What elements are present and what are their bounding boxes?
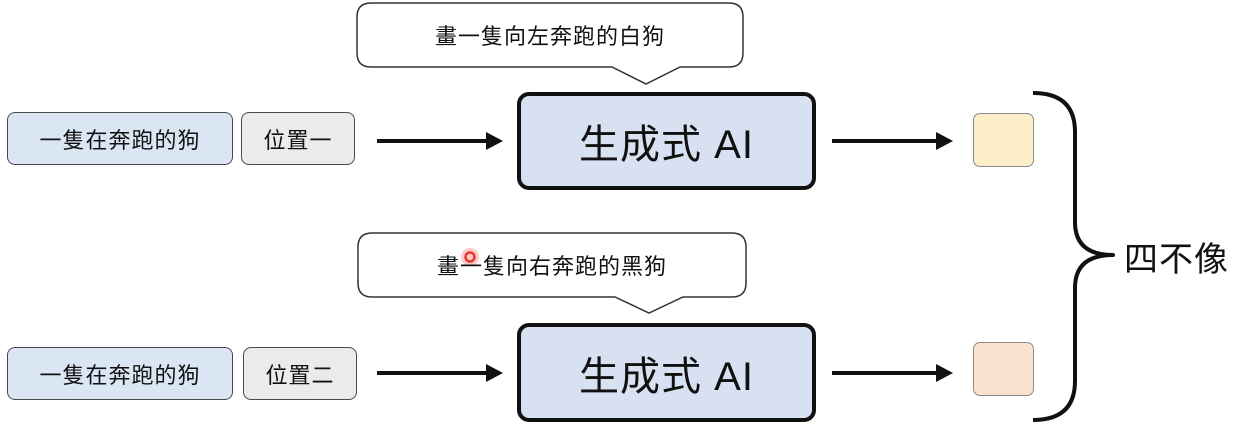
prompt-box-1: 一隻在奔跑的狗 xyxy=(7,112,233,165)
callout-text-top: 畫一隻向左奔跑的白狗 xyxy=(434,24,665,49)
prompt-box-2: 一隻在奔跑的狗 xyxy=(7,347,233,400)
arrowhead-model-to-output-1 xyxy=(936,132,953,150)
position-box-2: 位置二 xyxy=(243,347,357,400)
callout-bubble-top xyxy=(356,2,744,85)
model-box-2: 生成式 AI xyxy=(517,323,816,422)
model-box-1: 生成式 AI xyxy=(517,92,816,190)
position-box-1: 位置一 xyxy=(241,112,355,165)
curly-brace xyxy=(1032,91,1115,422)
conclusion-label: 四不像 xyxy=(1124,241,1229,279)
output-image-1 xyxy=(973,113,1034,167)
arrowhead-input-to-model-1 xyxy=(486,132,503,150)
pointer-glow xyxy=(461,248,479,266)
arrowhead-model-to-output-2 xyxy=(936,364,953,382)
output-image-2 xyxy=(973,342,1034,396)
callout-text-bottom: 畫一隻向右奔跑的黑狗 xyxy=(436,254,667,279)
pointer-dot xyxy=(464,251,476,263)
callout-bubble-bottom xyxy=(357,232,747,314)
arrowhead-input-to-model-2 xyxy=(486,364,503,382)
